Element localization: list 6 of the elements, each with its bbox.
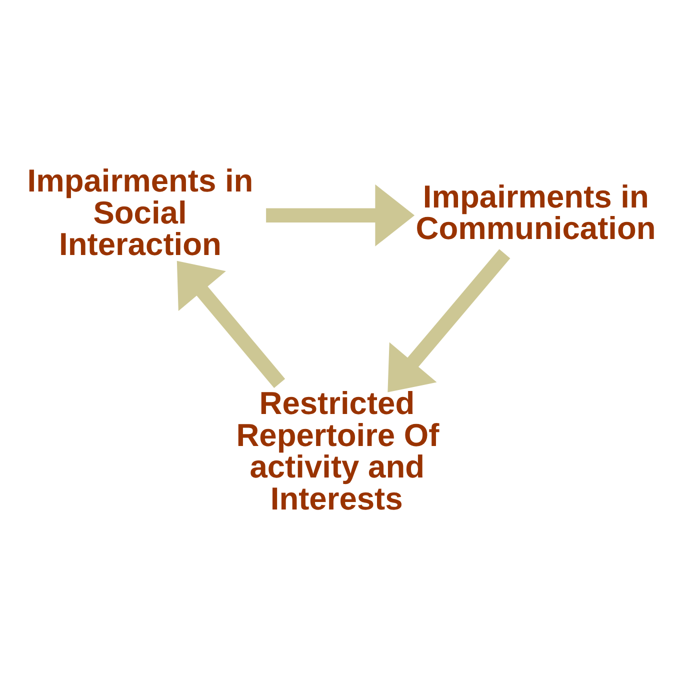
arrow [176, 260, 286, 388]
arrow [266, 184, 415, 246]
node-text: Impairments in Social Interaction [27, 162, 254, 262]
node-text: Impairments in Communication [416, 178, 656, 246]
node-text: Restricted Repertoire Of activity and Interests [236, 384, 440, 516]
arrow [388, 248, 510, 392]
